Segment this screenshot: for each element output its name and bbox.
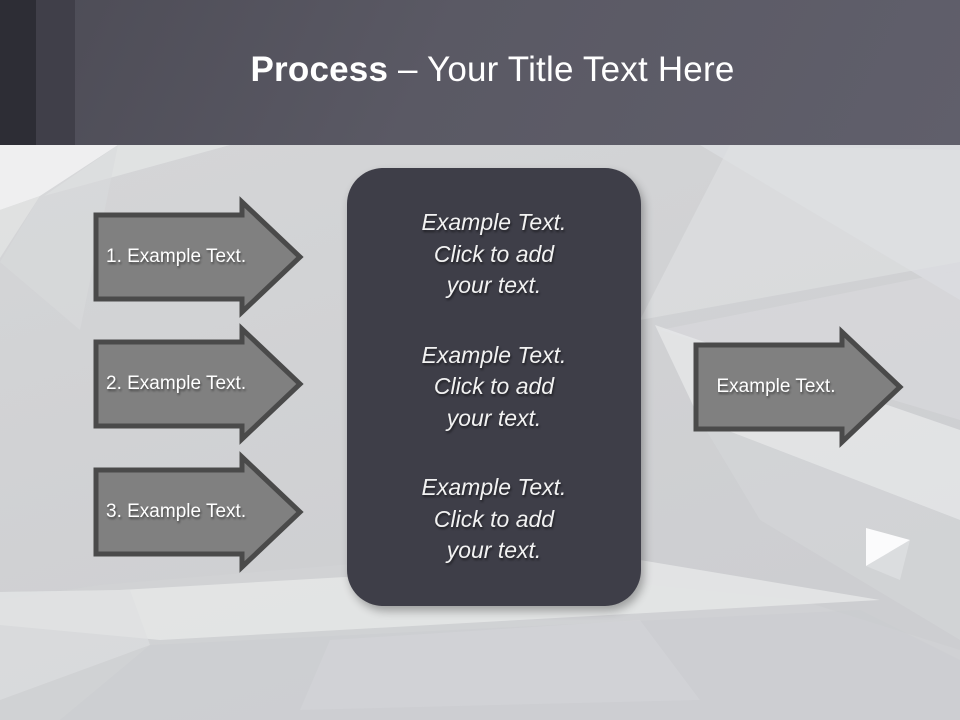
process-arrow-3[interactable]: 3. Example Text.: [92, 451, 304, 573]
header-background: [0, 0, 960, 145]
page-title: Process – Your Title Text Here: [75, 0, 910, 145]
page-title-strong: Process: [250, 49, 389, 89]
process-arrow-2[interactable]: 2. Example Text.: [92, 323, 304, 445]
center-text-block-1[interactable]: Example Text. Click to add your text.: [421, 209, 567, 299]
process-arrow-output[interactable]: Example Text.: [692, 326, 904, 448]
center-content-panel[interactable]: Example Text. Click to add your text. Ex…: [347, 168, 641, 606]
center-text-block-2[interactable]: Example Text. Click to add your text.: [421, 341, 567, 431]
center-text-block-3[interactable]: Example Text. Click to add your text.: [421, 474, 567, 564]
slide-header: Process – Your Title Text Here: [0, 0, 960, 145]
page-title-rest: – Your Title Text Here: [388, 49, 735, 89]
center-content-blocks: Example Text. Click to add your text. Ex…: [347, 168, 641, 606]
header-accent-band-mid: [36, 0, 75, 145]
accent-triangle: [866, 528, 910, 566]
process-arrow-1[interactable]: 1. Example Text.: [92, 196, 304, 318]
header-accent-band-dark: [0, 0, 36, 145]
